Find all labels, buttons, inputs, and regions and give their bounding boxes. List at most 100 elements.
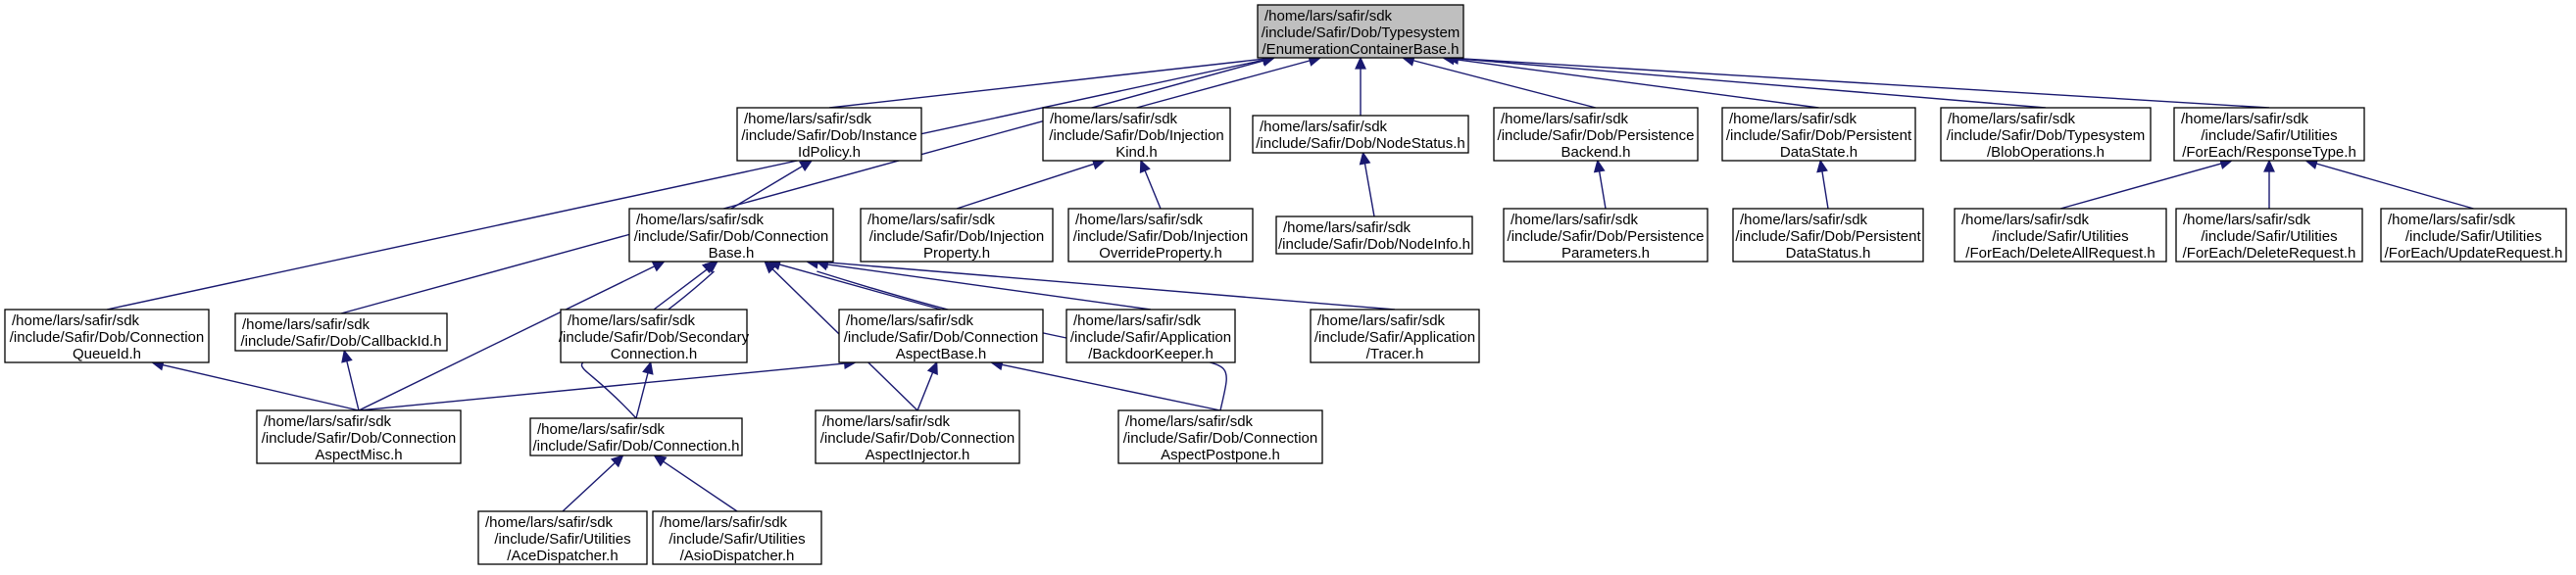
node-instance-id-policy[interactable]: /home/lars/safir/sdk/include/Safir/Dob/I… [736, 107, 922, 162]
node-box [860, 208, 1054, 263]
node-box [1042, 107, 1231, 162]
node-node-status[interactable]: /home/lars/safir/sdk/include/Safir/Dob/N… [1252, 115, 1469, 154]
node-persistence-backend[interactable]: /home/lars/safir/sdk/include/Safir/Dob/P… [1493, 107, 1699, 162]
edge-connection_aspect_base-to-connection_base [777, 264, 942, 311]
node-persistent-data-status[interactable]: /home/lars/safir/sdk/include/Safir/Dob/P… [1732, 208, 1924, 263]
node-label-line: /include/Safir/Utilities [669, 531, 805, 548]
node-label-line: /home/lars/safir/sdk [1501, 111, 1629, 127]
node-response-type[interactable]: /home/lars/safir/sdk/include/Safir/Utili… [2173, 107, 2365, 162]
node-secondary-connection[interactable]: /home/lars/safir/sdk/include/Safir/Dob/S… [559, 309, 750, 363]
node-node-info[interactable]: /home/lars/safir/sdk/include/Safir/Dob/N… [1275, 216, 1473, 255]
node-delete-all-request[interactable]: /home/lars/safir/sdk/include/Safir/Utili… [1954, 208, 2167, 263]
node-box [1065, 309, 1236, 363]
node-callback-id[interactable]: /home/lars/safir/sdk/include/Safir/Dob/C… [234, 312, 448, 352]
node-injection-kind[interactable]: /home/lars/safir/sdk/include/Safir/Dob/I… [1042, 107, 1231, 162]
edge-connection_aspect_postpone-to-connection_aspect_base [1000, 363, 1221, 411]
node-label-line: /include/Safir/Dob/CallbackId.h [240, 333, 441, 350]
node-blob-operations[interactable]: /home/lars/safir/sdk/include/Safir/Dob/T… [1940, 107, 2152, 162]
node-label-line: /include/Safir/Dob/NodeInfo.h [1278, 236, 1470, 253]
node-label-line: /include/Safir/Dob/Connection.h [533, 438, 740, 455]
node-label-line: /ForEach/DeleteRequest.h [2183, 245, 2356, 262]
edge-update_request-to-response_type [2314, 163, 2474, 210]
arrowhead-asio_dispatcher-to-connection [653, 455, 668, 467]
node-delete-request[interactable]: /home/lars/safir/sdk/include/Safir/Utili… [2175, 208, 2363, 263]
node-box [2380, 208, 2567, 263]
node-box [4, 309, 210, 363]
node-connection-queue-id[interactable]: /home/lars/safir/sdk/include/Safir/Dob/C… [4, 309, 210, 363]
node-label-line: /include/Safir/Dob/Injection [1049, 127, 1223, 144]
node-label-line: /home/lars/safir/sdk [1264, 8, 1393, 24]
node-connection-base[interactable]: /home/lars/safir/sdk/include/Safir/Dob/C… [628, 208, 834, 263]
node-label-line: /home/lars/safir/sdk [1729, 111, 1858, 127]
arrowhead-injection_override_property-to-injection_kind [1139, 159, 1151, 173]
edge-node_info-to-node_status [1363, 162, 1375, 217]
edge-connection_aspect_misc-to-connection_queue_id [161, 363, 360, 411]
node-label-line: IdPolicy.h [798, 144, 861, 161]
node-label-line: DataStatus.h [1786, 245, 1871, 262]
node-label-line: /home/lars/safir/sdk [12, 312, 140, 329]
node-label-line: /home/lars/safir/sdk [636, 212, 765, 228]
node-connection-aspect-postpone[interactable]: /home/lars/safir/sdk/include/Safir/Dob/C… [1117, 409, 1323, 464]
node-box [628, 208, 834, 263]
node-label-line: /include/Safir/Utilities [2201, 127, 2337, 144]
node-connection-aspect-misc[interactable]: /home/lars/safir/sdk/include/Safir/Dob/C… [256, 409, 462, 464]
node-injection-property[interactable]: /home/lars/safir/sdk/include/Safir/Dob/I… [860, 208, 1054, 263]
node-backdoor-keeper[interactable]: /home/lars/safir/sdk/include/Safir/Appli… [1065, 309, 1236, 363]
edge-connection_base-to-instance_id_policy [730, 165, 804, 210]
edge-persistence_backend-to-root [1412, 59, 1597, 109]
nodes-layer: /home/lars/safir/sdk/include/Safir/Dob/T… [4, 4, 2567, 565]
node-box [1310, 309, 1480, 363]
node-label-line: Parameters.h [1561, 245, 1650, 262]
node-injection-override-property[interactable]: /home/lars/safir/sdk/include/Safir/Dob/I… [1067, 208, 1254, 263]
node-box [652, 510, 822, 565]
edge-asio_dispatcher-to-connection [662, 460, 738, 512]
node-label-line: /home/lars/safir/sdk [1740, 212, 1868, 228]
edge-backdoor_keeper-to-connection_base [816, 262, 1152, 311]
node-label-line: /include/Safir/Utilities [2405, 228, 2542, 245]
node-label-line: /BackdoorKeeper.h [1088, 346, 1214, 362]
node-label-line: Backend.h [1561, 144, 1631, 161]
edge-persistent_data_status-to-persistent_data_state [1821, 169, 1829, 210]
node-label-line: /include/Safir/Dob/Connection [1123, 430, 1317, 447]
node-label-line: /include/Safir/Utilities [494, 531, 630, 548]
node-persistence-parameters[interactable]: /home/lars/safir/sdk/include/Safir/Dob/P… [1503, 208, 1709, 263]
node-box [529, 417, 743, 456]
node-ace-dispatcher[interactable]: /home/lars/safir/sdk/include/Safir/Utili… [477, 510, 648, 565]
node-label-line: /include/Safir/Dob/Injection [869, 228, 1044, 245]
edge-instance_id_policy-to-root [828, 58, 1264, 109]
node-label-line: Base.h [709, 245, 755, 262]
node-box [838, 309, 1044, 363]
node-connection[interactable]: /home/lars/safir/sdk/include/Safir/Dob/C… [529, 417, 743, 456]
node-box [234, 312, 448, 352]
node-label-line: Kind.h [1115, 144, 1158, 161]
edge-response_type-to-root [1457, 57, 2270, 109]
edge-connection_aspect_misc-to-callback_id [345, 359, 360, 411]
node-update-request[interactable]: /home/lars/safir/sdk/include/Safir/Utili… [2380, 208, 2567, 263]
node-label-line: AspectInjector.h [866, 447, 970, 463]
node-persistent-data-state[interactable]: /home/lars/safir/sdk/include/Safir/Dob/P… [1721, 107, 1916, 162]
node-connection-aspect-base[interactable]: /home/lars/safir/sdk/include/Safir/Dob/C… [838, 309, 1044, 363]
arrowhead-delete_request-to-response_type [2263, 159, 2275, 172]
node-asio-dispatcher[interactable]: /home/lars/safir/sdk/include/Safir/Utili… [652, 510, 822, 565]
node-root[interactable]: /home/lars/safir/sdk/include/Safir/Dob/T… [1257, 4, 1464, 59]
node-box [256, 409, 462, 464]
node-box [1275, 216, 1473, 255]
node-box [477, 510, 648, 565]
node-label-line: Property.h [923, 245, 990, 262]
arrowhead-node_info-to-node_status [1359, 151, 1371, 166]
node-label-line: /home/lars/safir/sdk [660, 514, 788, 531]
node-connection-aspect-injector[interactable]: /home/lars/safir/sdk/include/Safir/Dob/C… [815, 409, 1020, 464]
node-label-line: /include/Safir/Dob/Connection [820, 430, 1015, 447]
node-box [2175, 208, 2363, 263]
node-tracer[interactable]: /home/lars/safir/sdk/include/Safir/Appli… [1310, 309, 1480, 363]
node-label-line: /include/Safir/Dob/Persistent [1726, 127, 1912, 144]
node-label-line: /home/lars/safir/sdk [822, 413, 951, 430]
node-label-line: /include/Safir/Dob/Persistence [1508, 228, 1705, 245]
node-label-line: QueueId.h [73, 346, 141, 362]
node-label-line: /home/lars/safir/sdk [264, 413, 392, 430]
node-label-line: /include/Safir/Dob/Persistent [1735, 228, 1921, 245]
node-box [1257, 4, 1464, 59]
edge-blob_operations-to-root [1457, 58, 2047, 109]
node-label-line: /include/Safir/Dob/Connection [634, 228, 828, 245]
edge-injection_property-to-injection_kind [956, 163, 1096, 210]
